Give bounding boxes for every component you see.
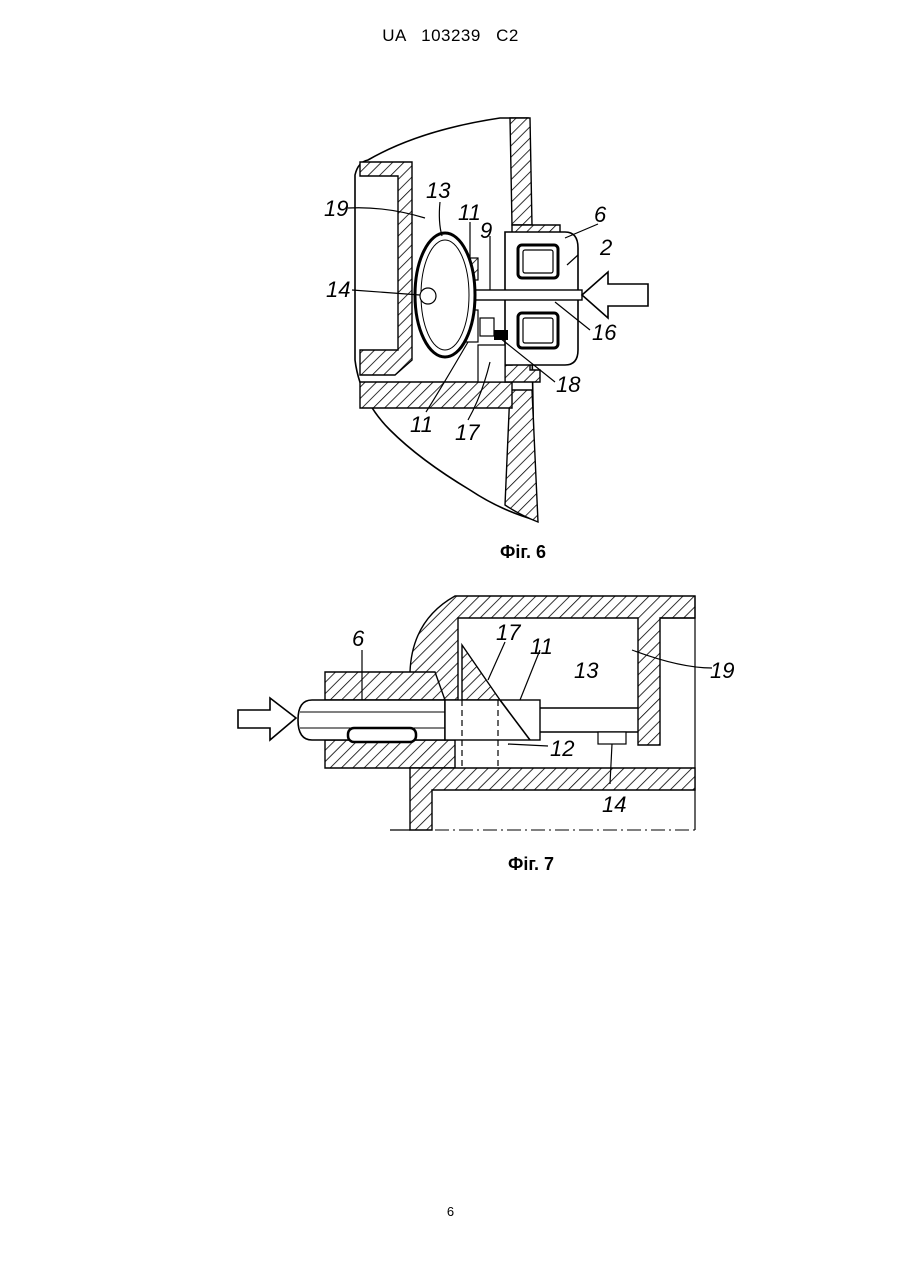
label-11: 11 — [530, 634, 553, 659]
label-19: 19 — [710, 658, 734, 683]
label-6: 6 — [594, 202, 607, 227]
label-13: 13 — [426, 178, 451, 203]
label-18: 18 — [556, 372, 581, 397]
shaft — [470, 290, 582, 300]
figure-6-drawing: 19 13 11 9 6 2 14 16 18 11 17 — [0, 0, 901, 560]
housing-base — [410, 768, 695, 830]
label-11b: 11 — [410, 412, 433, 437]
label-2: 2 — [599, 235, 612, 260]
label-19: 19 — [324, 196, 348, 221]
label-17: 17 — [496, 620, 521, 645]
label-14: 14 — [326, 277, 350, 302]
figure-7-caption: Фіг. 7 — [508, 854, 554, 875]
sleeve-top — [325, 672, 445, 700]
sleeve-bottom — [325, 740, 455, 768]
button-slot — [348, 728, 416, 742]
arrow-7 — [238, 698, 296, 740]
arrow-6 — [582, 272, 648, 318]
page-number: 6 — [0, 1204, 901, 1219]
wedge-17 — [478, 345, 505, 382]
element-14 — [598, 732, 626, 744]
element-14 — [420, 288, 436, 304]
label-6: 6 — [352, 626, 365, 651]
label-17: 17 — [455, 420, 480, 445]
label-9: 9 — [480, 218, 492, 243]
label-12: 12 — [550, 736, 574, 761]
right-wall-upper — [510, 118, 532, 225]
wedge-17 — [462, 645, 500, 700]
label-11: 11 — [458, 200, 481, 225]
label-13: 13 — [574, 658, 599, 683]
label-16: 16 — [592, 320, 617, 345]
figure-7-drawing: 6 17 11 13 19 12 14 — [0, 560, 901, 880]
right-wall-lower — [505, 390, 538, 522]
left-wall — [360, 162, 412, 375]
label-14: 14 — [602, 792, 626, 817]
